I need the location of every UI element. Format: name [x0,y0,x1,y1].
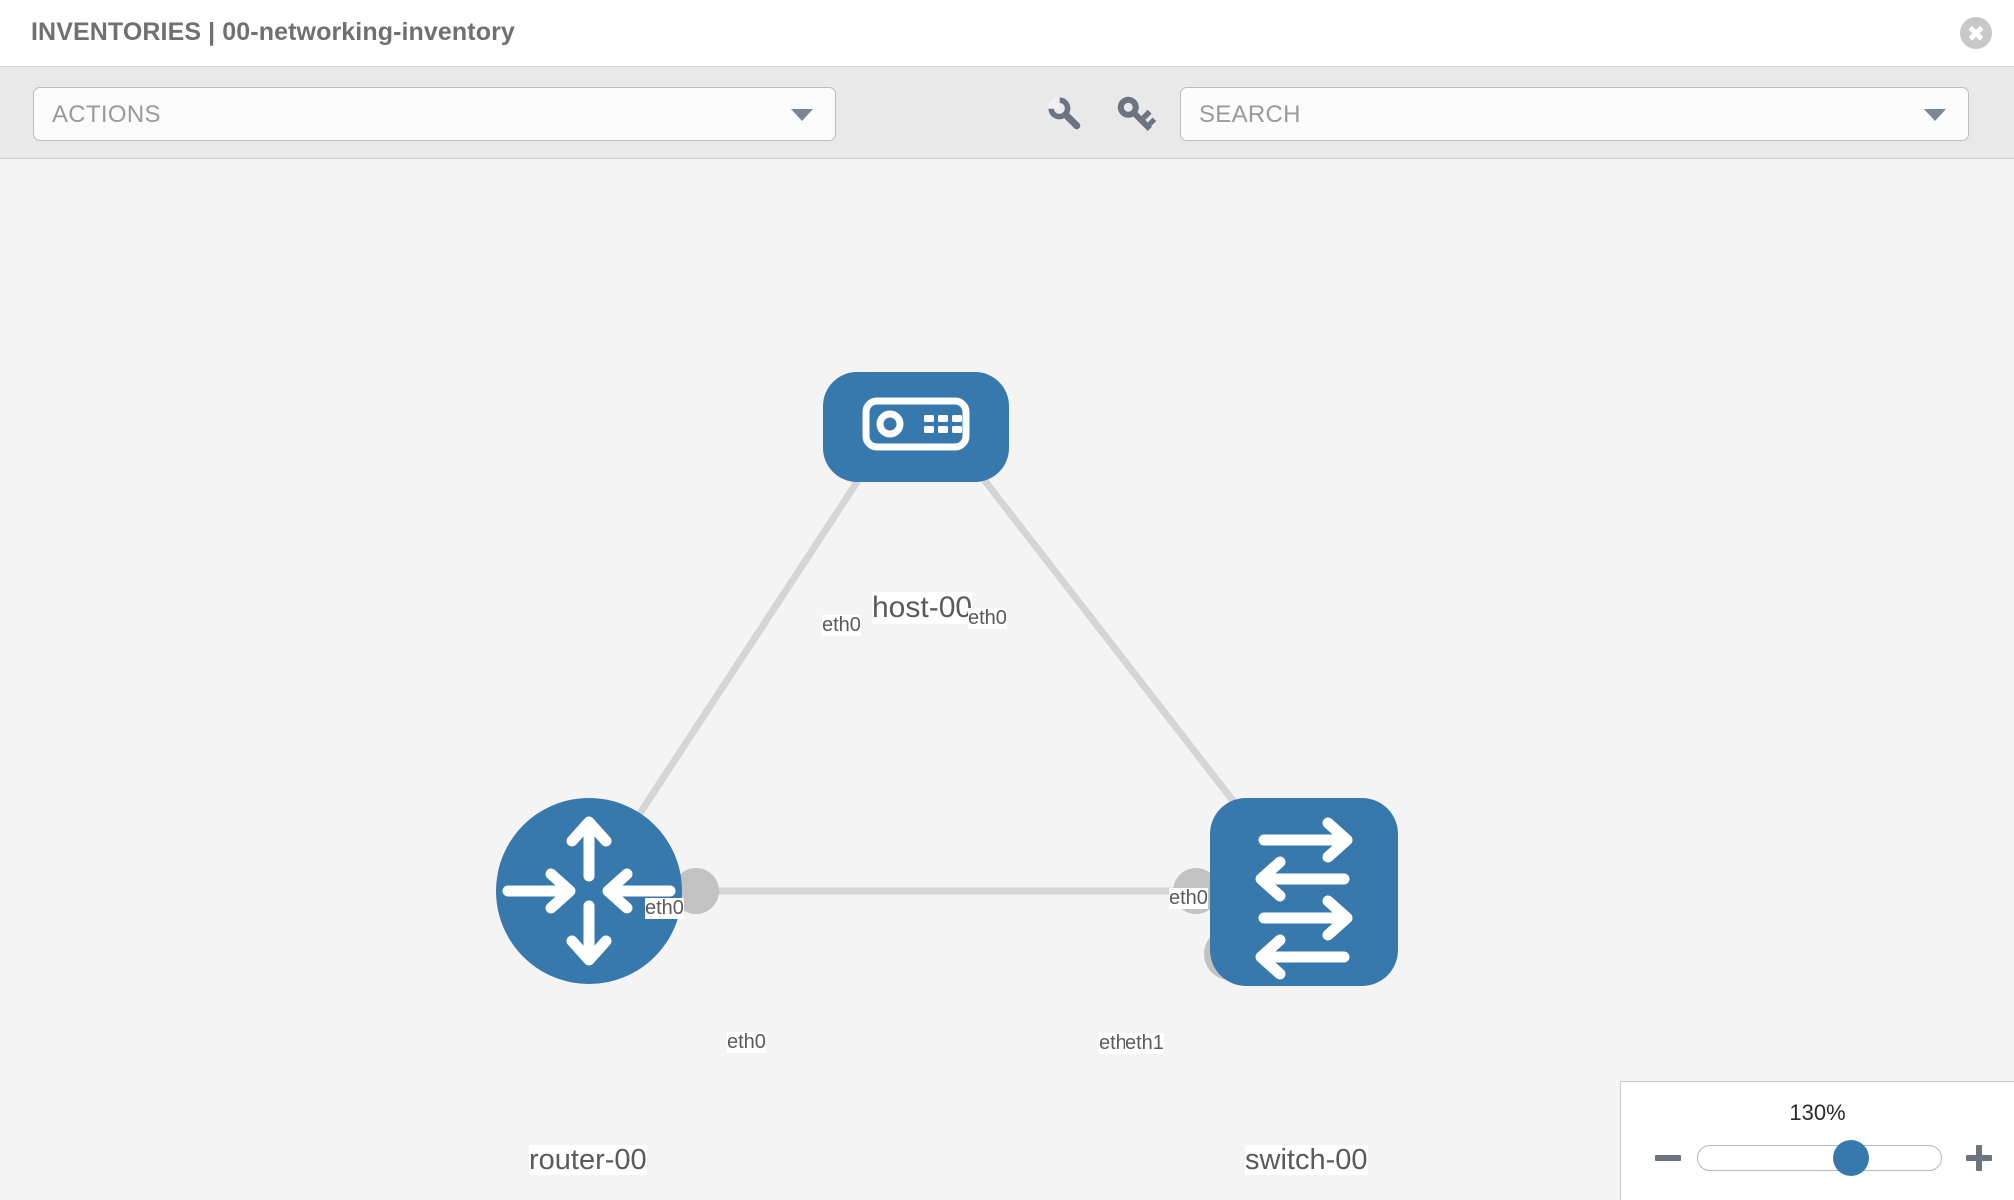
chevron-down-icon [791,109,813,121]
node-router-00[interactable] [496,798,682,984]
iface-label: eth0 [727,1031,766,1053]
zoom-out-button[interactable] [1655,1145,1681,1171]
topology-canvas[interactable]: host-00 router-00 switch-00 eth0 eth0 et… [0,160,2014,1200]
actions-dropdown-label: ACTIONS [52,101,161,128]
connector-dot[interactable] [673,868,719,914]
toolbar: ACTIONS SEARCH [0,67,2014,159]
switch-icon [1255,817,1353,980]
node-host-00[interactable] [823,372,1009,482]
iface-label: eth0 [1169,887,1208,909]
zoom-control-panel: 130% [1620,1081,2014,1200]
key-icon[interactable] [1110,89,1160,139]
topology-graph [496,372,1398,986]
page-header: INVENTORIES | 00-networking-inventory [0,0,2014,67]
node-label-switch-00: switch-00 [1245,1144,1368,1176]
page-title: INVENTORIES | 00-networking-inventory [31,18,515,46]
iface-label: eth [1099,1032,1127,1054]
close-icon[interactable] [1960,17,1992,49]
server-icon [862,397,970,451]
iface-label: eth0 [822,614,861,636]
iface-label: eth1 [1125,1032,1164,1054]
search-input[interactable]: SEARCH [1180,87,1969,141]
actions-dropdown[interactable]: ACTIONS [33,87,836,141]
node-label-host-00: host-00 [872,591,973,624]
zoom-slider[interactable] [1697,1140,1942,1176]
zoom-slider-thumb[interactable] [1833,1140,1870,1176]
zoom-in-button[interactable] [1966,1145,1992,1171]
wrench-icon[interactable] [1040,89,1090,139]
zoom-percent-label: 130% [1789,1100,1846,1125]
router-icon [502,816,676,966]
chevron-down-icon [1924,109,1946,121]
iface-label: eth0 [968,607,1007,629]
iface-label: eth0 [645,897,684,919]
node-label-router-00: router-00 [529,1144,647,1176]
search-placeholder: SEARCH [1199,101,1301,128]
node-switch-00[interactable] [1210,798,1398,986]
